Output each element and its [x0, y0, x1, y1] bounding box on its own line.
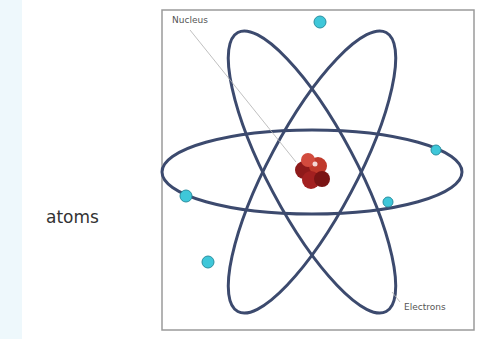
frame: [162, 10, 474, 330]
electrons: [180, 16, 441, 268]
nucleus: [295, 153, 330, 189]
orbit: [162, 130, 462, 214]
part-label: Electrons: [402, 302, 448, 312]
nucleon: [314, 171, 330, 187]
electron: [202, 256, 214, 268]
side-strip: [0, 0, 22, 339]
electron: [383, 197, 393, 207]
highlight: [313, 162, 318, 167]
electron: [431, 145, 441, 155]
orbit: [199, 12, 425, 332]
electron: [180, 190, 192, 202]
electron: [314, 16, 326, 28]
leader-line: [190, 30, 296, 162]
orbit: [199, 12, 425, 332]
part-label: Nucleus: [170, 15, 210, 25]
orbits: [162, 12, 462, 332]
leader-line: [392, 292, 400, 302]
figure-label: atoms: [44, 207, 101, 227]
